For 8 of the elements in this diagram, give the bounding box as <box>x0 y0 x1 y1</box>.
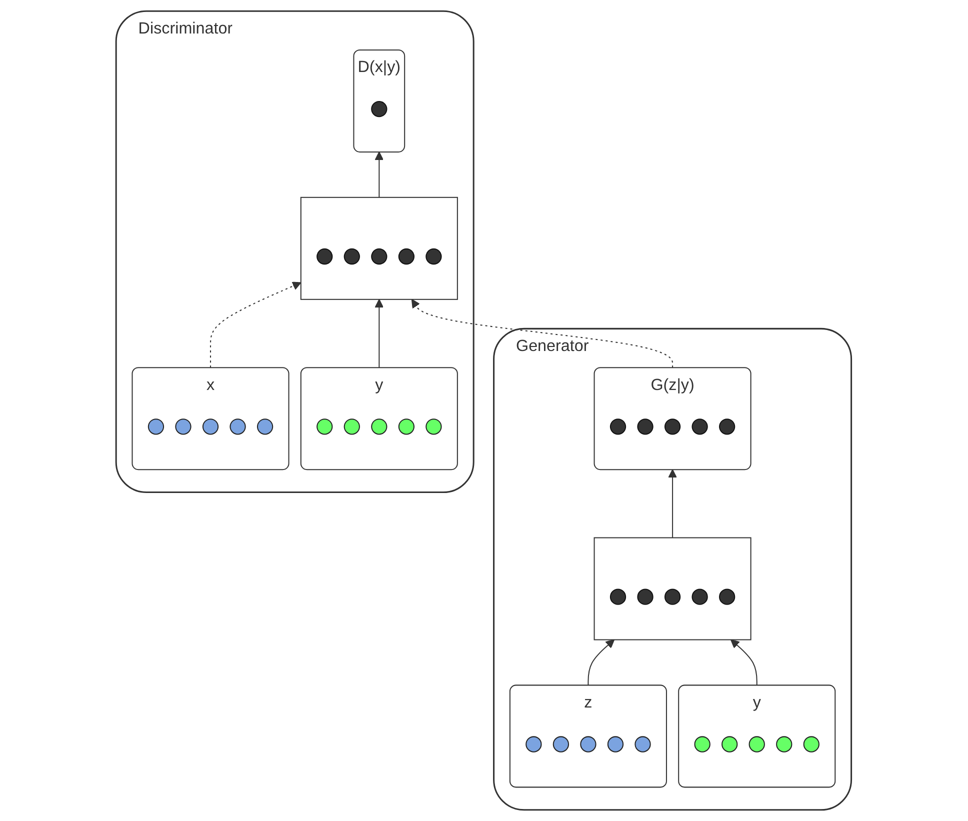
group-title: Generator <box>516 336 590 357</box>
layer-label: z <box>584 693 593 714</box>
layer-label: D(x|y) <box>358 58 401 78</box>
layer-label: G(z|y) <box>651 376 695 396</box>
layer-label: y <box>753 693 762 714</box>
layer-label: y <box>375 376 384 396</box>
layer-label: x <box>206 376 215 396</box>
group-title: Discriminator <box>138 19 233 40</box>
